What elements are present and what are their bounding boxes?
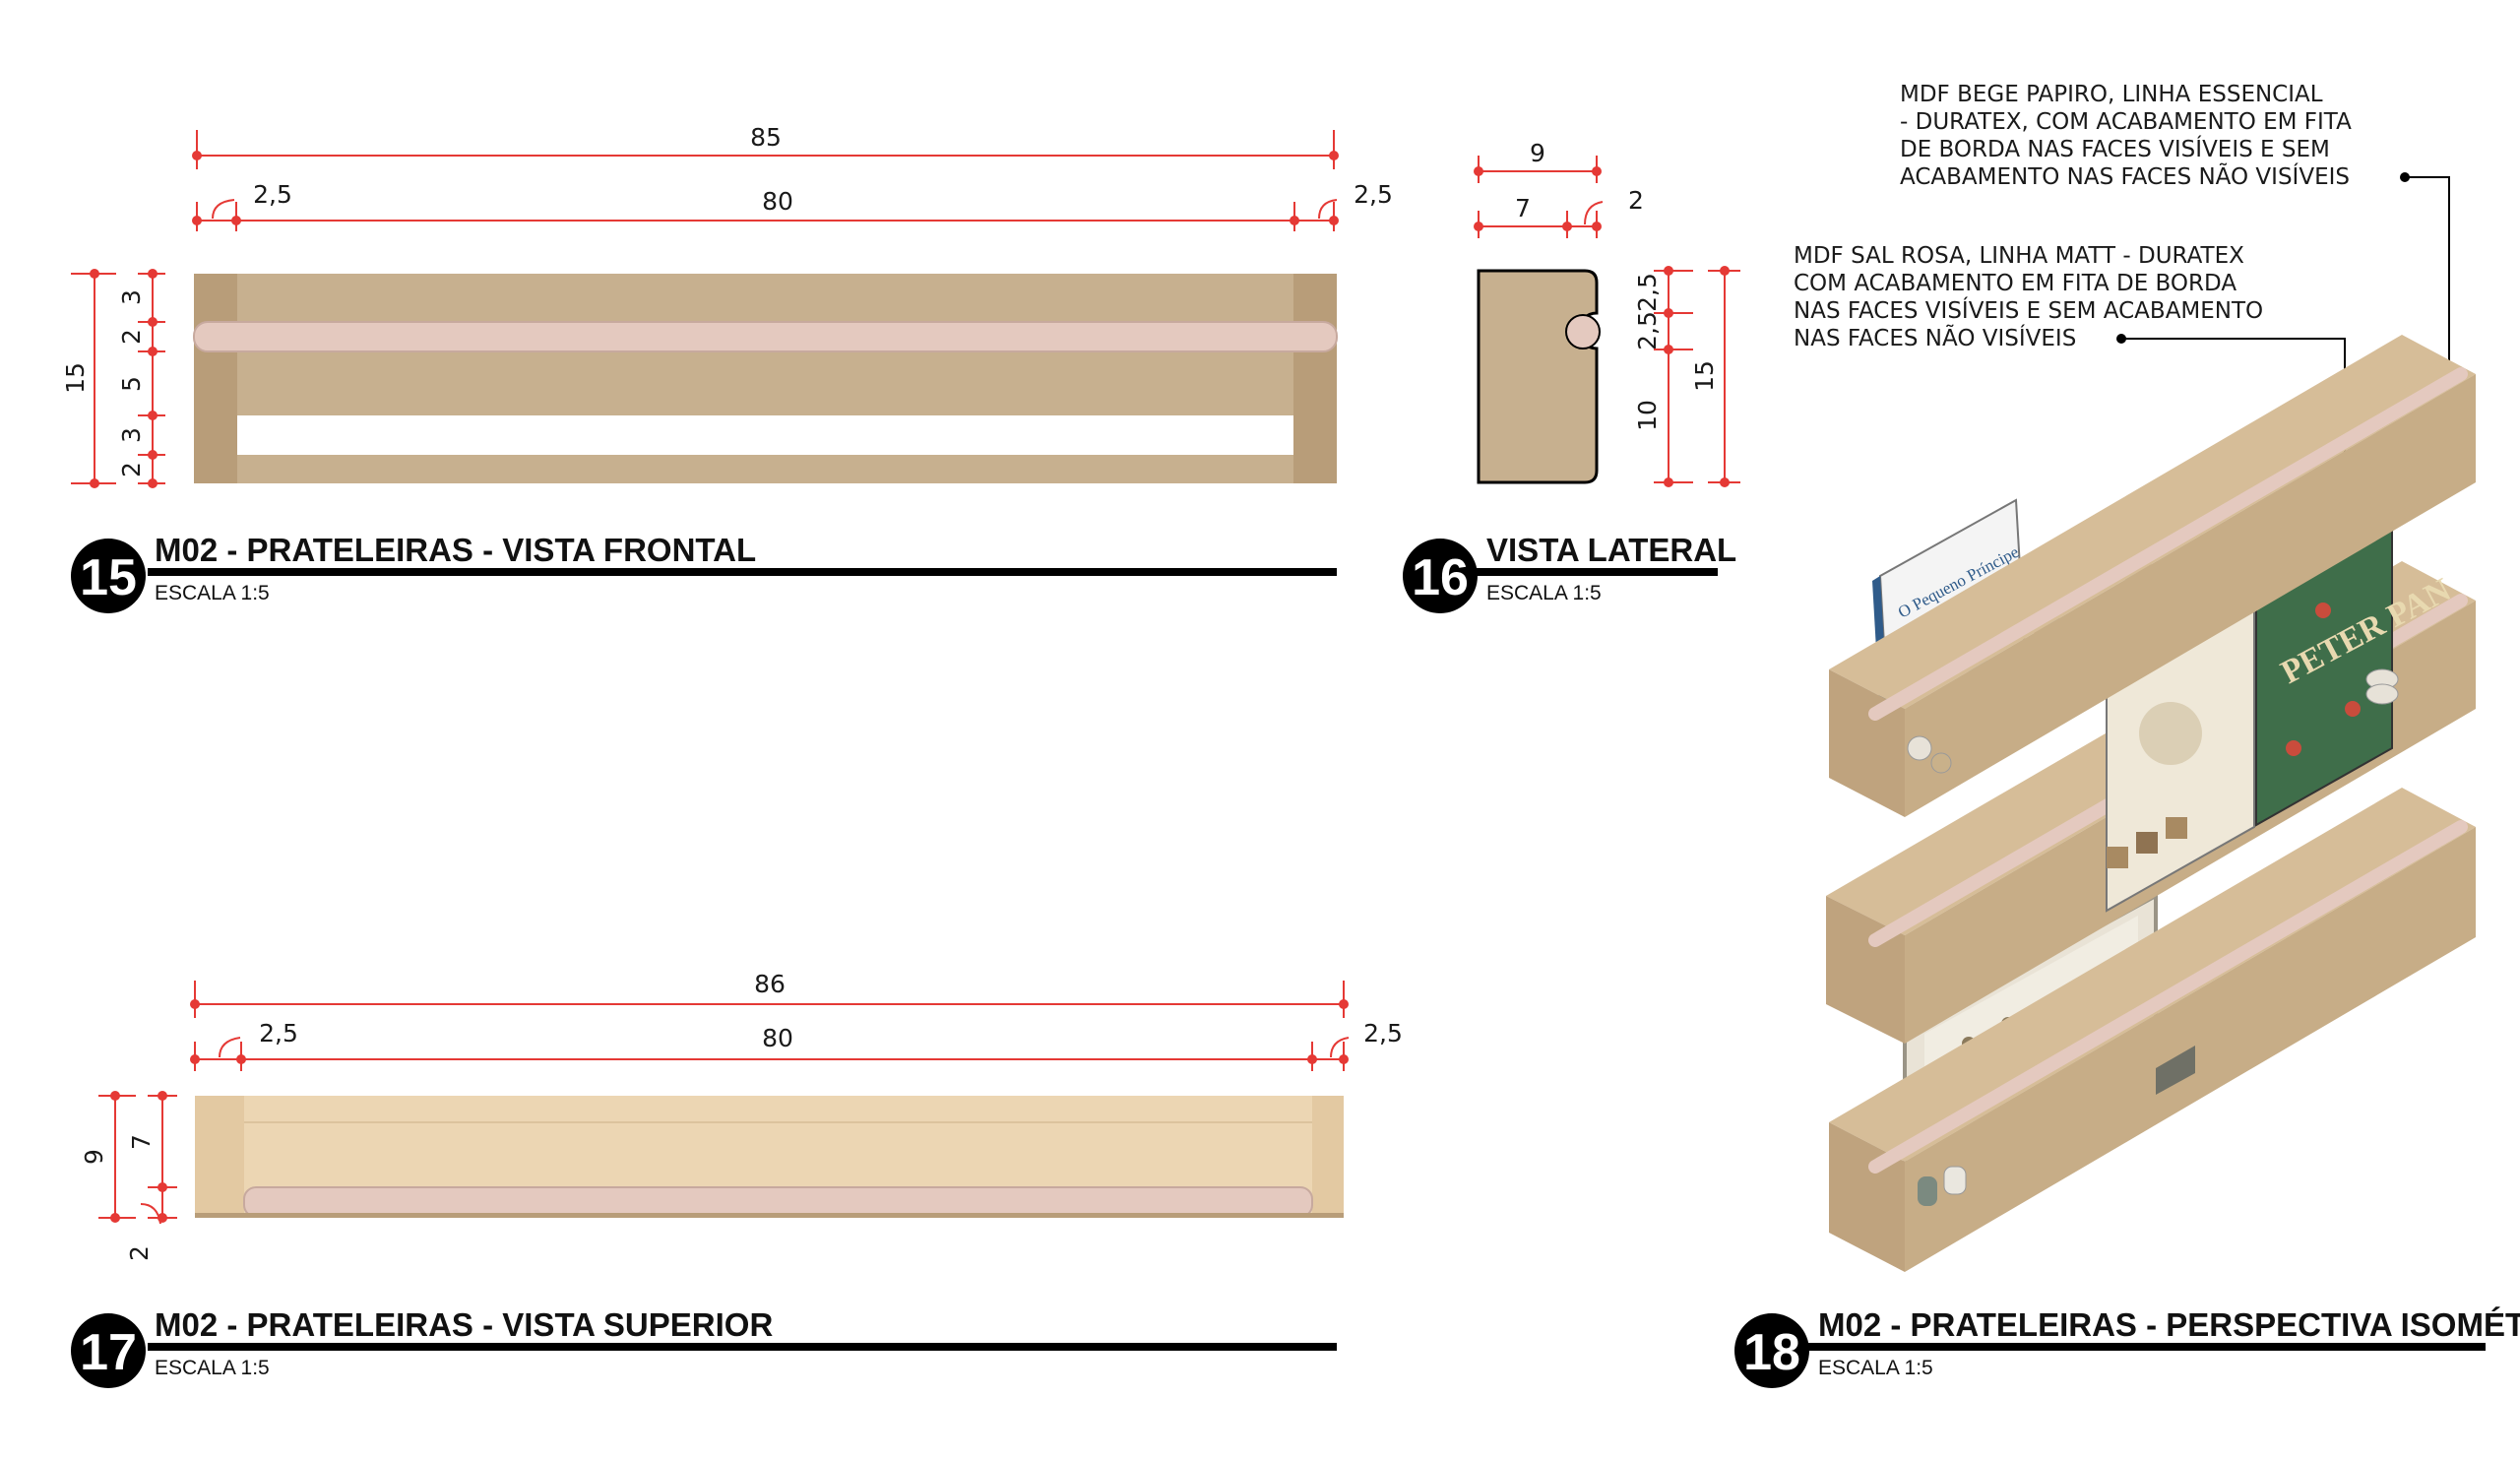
side-view-scale: ESCALA 1:5 (1486, 582, 1602, 604)
front-view-number-badge (71, 539, 146, 613)
front-dim-h5: 2 (117, 462, 146, 477)
front-rod (193, 321, 1338, 352)
note-bege-leader (2405, 176, 2450, 374)
side-view-number: 16 (1412, 549, 1469, 606)
side-dim-depths (1474, 156, 1604, 238)
front-view-scale: ESCALA 1:5 (155, 582, 270, 604)
front-view-title: M02 - PRATELEIRAS - VISTA FRONTAL (155, 532, 756, 568)
top-dim-depth-total: 9 (80, 1149, 108, 1165)
front-dim-h1: 3 (117, 289, 146, 305)
front-dim-h2: 2 (117, 329, 146, 345)
top-shelf-body (195, 1096, 1344, 1218)
side-shelf-profile (1477, 269, 1599, 484)
note-mdf-rosa-line1: MDF SAL ROSA, LINHA MATT - DURATEX (1794, 243, 2244, 269)
note-mdf-bege-line2: - DURATEX, COM ACABAMENTO EM FITA (1900, 109, 2352, 135)
side-dim-heights (1654, 266, 1740, 487)
side-dim-depth-total: 9 (1530, 139, 1545, 167)
iso-shelf-top (1829, 335, 2476, 817)
front-title-block: 15 M02 - PRATELEIRAS - VISTA FRONTAL ESC… (71, 532, 1337, 613)
front-dim-heights (71, 269, 165, 488)
top-dim-depths (98, 1091, 177, 1225)
side-view-number-badge (1403, 539, 1478, 613)
front-dim-total-width-label: 85 (750, 123, 782, 152)
front-dim-total-width (192, 130, 1339, 169)
top-view-number: 17 (80, 1324, 137, 1381)
top-view-number-badge (71, 1313, 146, 1388)
side-title-block: 16 VISTA LATERAL ESCALA 1:5 (1403, 532, 1736, 613)
front-dim-total-height: 15 (61, 362, 90, 394)
front-dim-inner-width-label: 80 (762, 187, 793, 216)
top-view-title: M02 - PRATELEIRAS - VISTA SUPERIOR (155, 1306, 773, 1343)
top-dim-inner-width-label: 80 (762, 1024, 793, 1052)
top-title-block: 17 M02 - PRATELEIRAS - VISTA SUPERIOR ES… (71, 1306, 1337, 1388)
top-dim-left-margin: 2,5 (259, 1019, 298, 1047)
top-view: 86 2,5 80 2,5 (71, 970, 1403, 1388)
top-view-scale: ESCALA 1:5 (155, 1357, 270, 1379)
side-dim-height-bottom: 10 (1633, 400, 1662, 431)
iso-view-number: 18 (1743, 1324, 1800, 1381)
front-view-number: 15 (80, 549, 137, 606)
side-dim-height-top: 2,5 (1633, 273, 1662, 312)
iso-view-title: M02 - PRATELEIRAS - PERSPECTIVA ISOMÉTRI… (1818, 1306, 2520, 1343)
iso-view-scale: ESCALA 1:5 (1818, 1357, 1933, 1379)
note-mdf-rosa-line4: NAS FACES NÃO VISÍVEIS (1794, 324, 2076, 351)
top-rod (243, 1186, 1313, 1218)
front-slot-opening (237, 415, 1293, 455)
iso-view-number-badge (1734, 1313, 1809, 1388)
front-dim-left-margin: 2,5 (253, 180, 292, 209)
front-dim-inner-width (192, 199, 1339, 231)
note-mdf-rosa-line2: COM ACABAMENTO EM FITA DE BORDA (1794, 271, 2236, 296)
front-dim-right-margin: 2,5 (1354, 180, 1393, 209)
front-shelf-body (193, 274, 1338, 483)
front-dim-h3: 5 (117, 376, 146, 392)
top-dim-total-width-label: 86 (754, 970, 786, 998)
front-view: 85 2,5 80 2,5 (61, 123, 1393, 613)
note-mdf-bege-line3: DE BORDA NAS FACES VISÍVEIS E SEM (1900, 135, 2330, 162)
top-dim-depth-rod: 2 (125, 1245, 154, 1261)
note-mdf-bege-line1: MDF BEGE PAPIRO, LINHA ESSENCIAL (1900, 82, 2323, 107)
side-dim-height-rod: 2,5 (1633, 311, 1662, 350)
side-dim-height-total: 15 (1690, 360, 1719, 392)
side-view-title: VISTA LATERAL (1486, 532, 1736, 568)
top-dim-right-margin: 2,5 (1363, 1019, 1403, 1047)
front-dim-h4: 3 (117, 427, 146, 443)
top-dim-depth-body: 7 (127, 1134, 156, 1150)
side-view: 9 7 2 2,5 2,5 10 15 16 V (1403, 139, 1740, 613)
iso-title-block: 18 M02 - PRATELEIRAS - PERSPECTIVA ISOMÉ… (1734, 1306, 2520, 1388)
top-dim-inner-width (190, 1037, 1350, 1071)
iso-toys (1907, 668, 2399, 1206)
note-mdf-rosa-line3: NAS FACES VISÍVEIS E SEM ACABAMENTO (1794, 296, 2263, 324)
side-dim-depth-body: 7 (1515, 194, 1531, 222)
side-rod-section (1565, 314, 1601, 349)
top-dim-total-width (190, 981, 1349, 1018)
note-mdf-bege-line4: ACABAMENTO NAS FACES NÃO VISÍVEIS (1900, 162, 2350, 190)
iso-view: MDF BEGE PAPIRO, LINHA ESSENCIAL - DURAT… (1734, 82, 2520, 1388)
side-dim-depth-rod: 2 (1628, 186, 1644, 215)
